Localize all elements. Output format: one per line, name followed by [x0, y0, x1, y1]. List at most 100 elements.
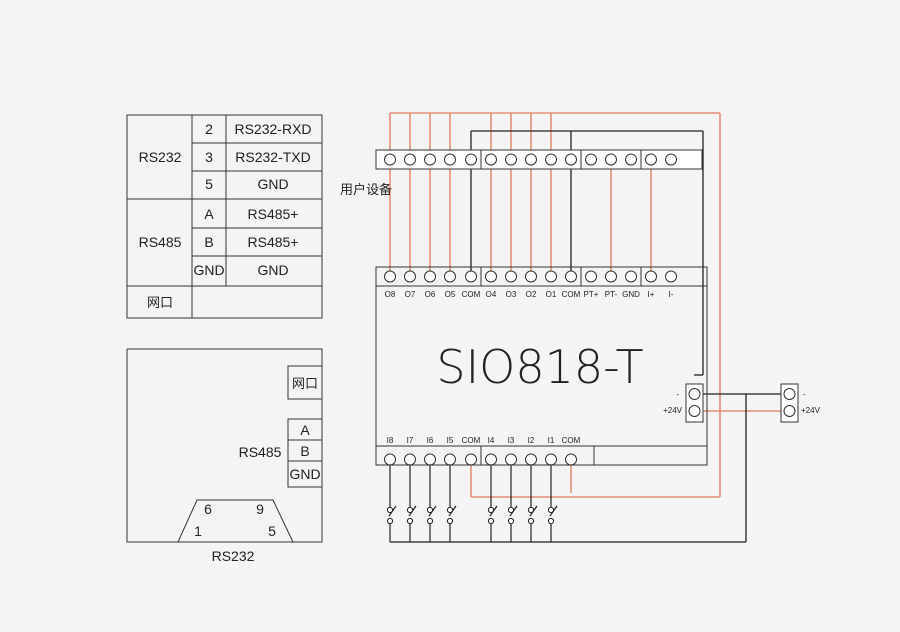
- table-pin: A: [204, 206, 214, 222]
- top-terminal-label: I-: [669, 290, 674, 299]
- terminal-screw: [605, 270, 617, 283]
- switch-contact: [507, 517, 515, 525]
- top-terminal-label: COM: [462, 290, 481, 299]
- table-signal: RS485+: [248, 234, 299, 250]
- wires: [389, 112, 781, 543]
- terminal-screw: [665, 153, 677, 166]
- terminal-screw: [605, 153, 617, 166]
- table-pin: B: [204, 234, 213, 250]
- db9-pin-5: 5: [268, 523, 276, 539]
- terminal-screw: [444, 453, 456, 466]
- table-signal: RS485+: [248, 206, 299, 222]
- top-terminal-label: O6: [425, 290, 436, 299]
- terminal-screw: [665, 270, 677, 283]
- terminal-screw: [465, 270, 477, 283]
- panel-rs485-pin-b: B: [300, 443, 309, 459]
- bottom-terminal-label: I7: [407, 436, 414, 445]
- db9-pin-9: 9: [256, 501, 264, 517]
- terminal-screw: [384, 153, 396, 166]
- terminal-screw: [525, 453, 537, 466]
- terminal-screw: [645, 153, 657, 166]
- switch-contact: [406, 517, 414, 525]
- switch-lever: [529, 505, 538, 517]
- switch-contact: [446, 517, 454, 525]
- device-side-panel: [126, 348, 323, 543]
- top-terminal-label: O4: [486, 290, 497, 299]
- top-terminal-label: O8: [385, 290, 396, 299]
- terminal-screw: [424, 153, 436, 166]
- terminal-screw: [404, 453, 416, 466]
- terminal-screw: [545, 453, 557, 466]
- terminal-screw: [404, 270, 416, 283]
- terminal-screw: [485, 453, 497, 466]
- panel-rs485-pin-a: A: [300, 422, 310, 438]
- top-terminal-label: O3: [506, 290, 517, 299]
- bottom-terminal-label: I1: [548, 436, 555, 445]
- top-terminal-label: O7: [405, 290, 416, 299]
- user-device-terminal-strip: [375, 149, 703, 170]
- bottom-terminal-label: I5: [447, 436, 454, 445]
- strip-body: [375, 149, 703, 170]
- external-power-plus: +24V: [801, 406, 821, 415]
- switch-lever: [388, 505, 397, 517]
- table-pin: 3: [205, 149, 213, 165]
- top-terminal-label: PT-: [605, 290, 618, 299]
- input-switches: [386, 465, 558, 542]
- terminal-screw: [565, 270, 577, 283]
- module-power-plus: +24V: [663, 406, 683, 415]
- terminal-screw: [465, 153, 477, 166]
- bottom-terminal-label: I3: [508, 436, 515, 445]
- switch-contact: [426, 517, 434, 525]
- bottom-terminal-label: COM: [462, 436, 481, 445]
- table-signal: RS232-RXD: [234, 121, 311, 137]
- external-power-minus: -: [803, 390, 806, 399]
- bottom-terminal-label: I6: [427, 436, 434, 445]
- top-terminal-label: O1: [546, 290, 557, 299]
- top-terminal-label: COM: [562, 290, 581, 299]
- top-terminal-label: PT+: [584, 290, 599, 299]
- terminal-screw: [465, 453, 477, 466]
- terminal-screw: [585, 270, 597, 283]
- terminal-screw: [625, 153, 637, 166]
- terminal-screw: [384, 453, 396, 466]
- db9-connector-shape: [177, 499, 294, 543]
- table-group-rs485: RS485: [139, 234, 182, 250]
- switch-contact: [386, 517, 394, 525]
- terminal-screw: [545, 270, 557, 283]
- terminal-screw: [404, 153, 416, 166]
- module-body: [375, 266, 708, 466]
- db9-pin-6: 6: [204, 501, 212, 517]
- table-signal: GND: [257, 176, 288, 192]
- panel-ethernet-label: 网口: [292, 377, 318, 392]
- panel-rs485-pin-gnd: GND: [289, 466, 320, 482]
- terminal-screw: [424, 270, 436, 283]
- terminal-screw: [545, 153, 557, 166]
- terminal-screw: [525, 153, 537, 166]
- terminal-screw: [444, 153, 456, 166]
- db9-pin-1: 1: [194, 523, 202, 539]
- user-device-label: 用户设备: [340, 182, 392, 198]
- table-pin: 2: [205, 121, 213, 137]
- terminal-screw: [565, 453, 577, 466]
- module-power-connector: [685, 383, 704, 423]
- terminal-screw: [505, 453, 517, 466]
- table-pin: GND: [193, 262, 224, 278]
- switch-contact: [527, 517, 535, 525]
- terminal-screw: [485, 270, 497, 283]
- switch-lever: [448, 505, 457, 517]
- bottom-terminal-label: COM: [562, 436, 581, 445]
- panel-rs232-label: RS232: [212, 548, 255, 564]
- bottom-terminal-label: I2: [528, 436, 535, 445]
- top-terminal-label: O5: [445, 290, 456, 299]
- terminal-screw: [505, 153, 517, 166]
- terminal-screw: [444, 270, 456, 283]
- table-group-ethernet: 网口: [147, 296, 173, 311]
- table-group-rs232: RS232: [139, 149, 182, 165]
- table-signal: RS232-TXD: [235, 149, 310, 165]
- switch-lever: [509, 505, 518, 517]
- panel-rs485-label: RS485: [239, 444, 282, 460]
- bottom-terminal-label: I8: [387, 436, 394, 445]
